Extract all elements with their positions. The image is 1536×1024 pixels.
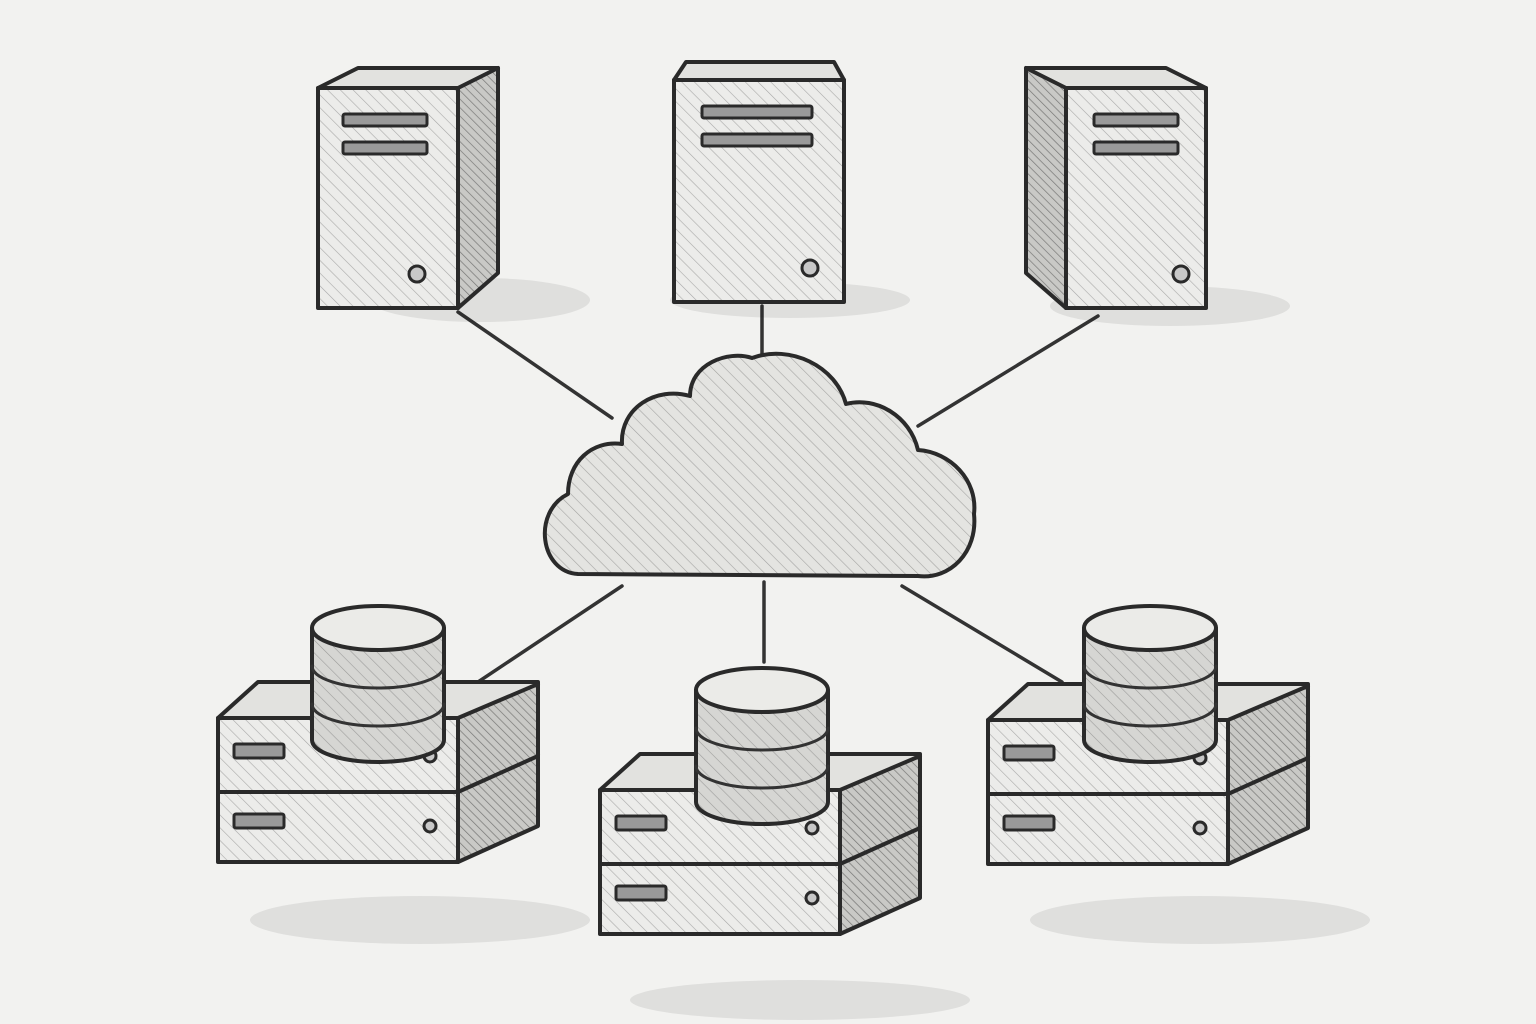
database-storage-stack: [598, 666, 922, 936]
link-cloud-storage-3: [900, 584, 1064, 684]
database-icon: [310, 604, 446, 764]
cloud-icon: [542, 351, 977, 579]
database-storage-stack: [986, 604, 1310, 866]
server-tower-icon: [1024, 66, 1208, 310]
database-icon: [1082, 604, 1218, 764]
link-cloud-storage-1: [464, 584, 624, 692]
link-server-3-cloud: [916, 314, 1100, 428]
link-server-1-cloud: [456, 310, 614, 420]
connections: [456, 304, 1100, 692]
database-icon: [694, 666, 830, 826]
server-tower-icon: [316, 66, 500, 310]
server-tower-icon: [672, 60, 846, 304]
database-storage-stack: [216, 604, 540, 864]
